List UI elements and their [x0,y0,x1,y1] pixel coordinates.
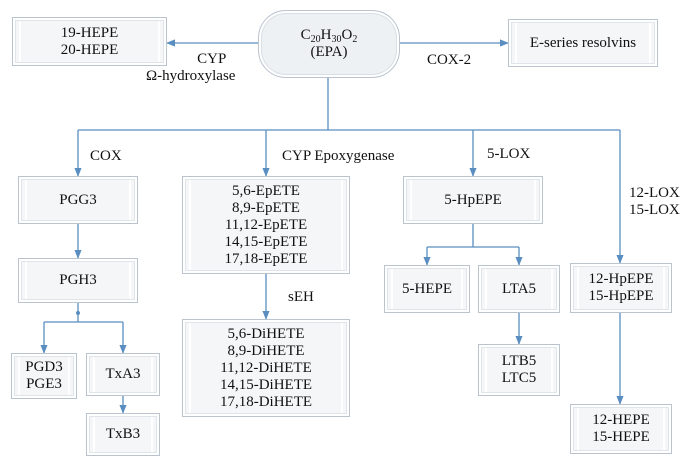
txa3-node: TxA3 [86,353,160,396]
txb3-node: TxB3 [86,413,160,456]
hepe-19-20-node: 19-HEPE 20-HEPE [12,17,167,66]
e-series-resolvins-node: E-series resolvins [508,19,658,67]
junction-dot [76,311,80,315]
hepe-12-15-node: 12-HEPE 15-HEPE [570,404,672,454]
epetes-node: 5,6-EpETE 8,9-EpETE 11,12-EpETE 14,15-Ep… [182,176,350,274]
label-cyp-epoxygenase: CYP Epoxygenase [282,148,395,164]
label-cyp-hydroxylase: CYP Ω-hydroxylase [146,51,236,84]
label-12-15-lox: 12-LOX 15-LOX [629,185,680,218]
label-seh: sEH [288,289,314,305]
hpepe-5-node: 5-HpEPE [403,176,543,224]
label-cox: COX [90,148,122,164]
pgd3-pge3-node: PGD3 PGE3 [11,353,77,399]
label-5-lox: 5-LOX [487,146,531,162]
hpepe-12-15-node: 12-HpEPE 15-HpEPE [570,263,672,313]
pgh3-node: PGH3 [18,258,138,303]
epa-formula: C20H30O2 [300,27,358,45]
epa-name: (EPA) [310,44,348,60]
epa-node: C20H30O2 (EPA) [258,10,400,78]
pgg3-node: PGG3 [18,176,138,224]
dihetes-node: 5,6-DiHETE 8,9-DiHETE 11,12-DiHETE 14,15… [182,319,350,417]
lta5-node: LTA5 [478,265,560,313]
hepe-5-node: 5-HEPE [384,265,470,313]
label-cox2: COX-2 [427,52,472,68]
ltb5-ltc5-node: LTB5 LTC5 [478,344,560,396]
